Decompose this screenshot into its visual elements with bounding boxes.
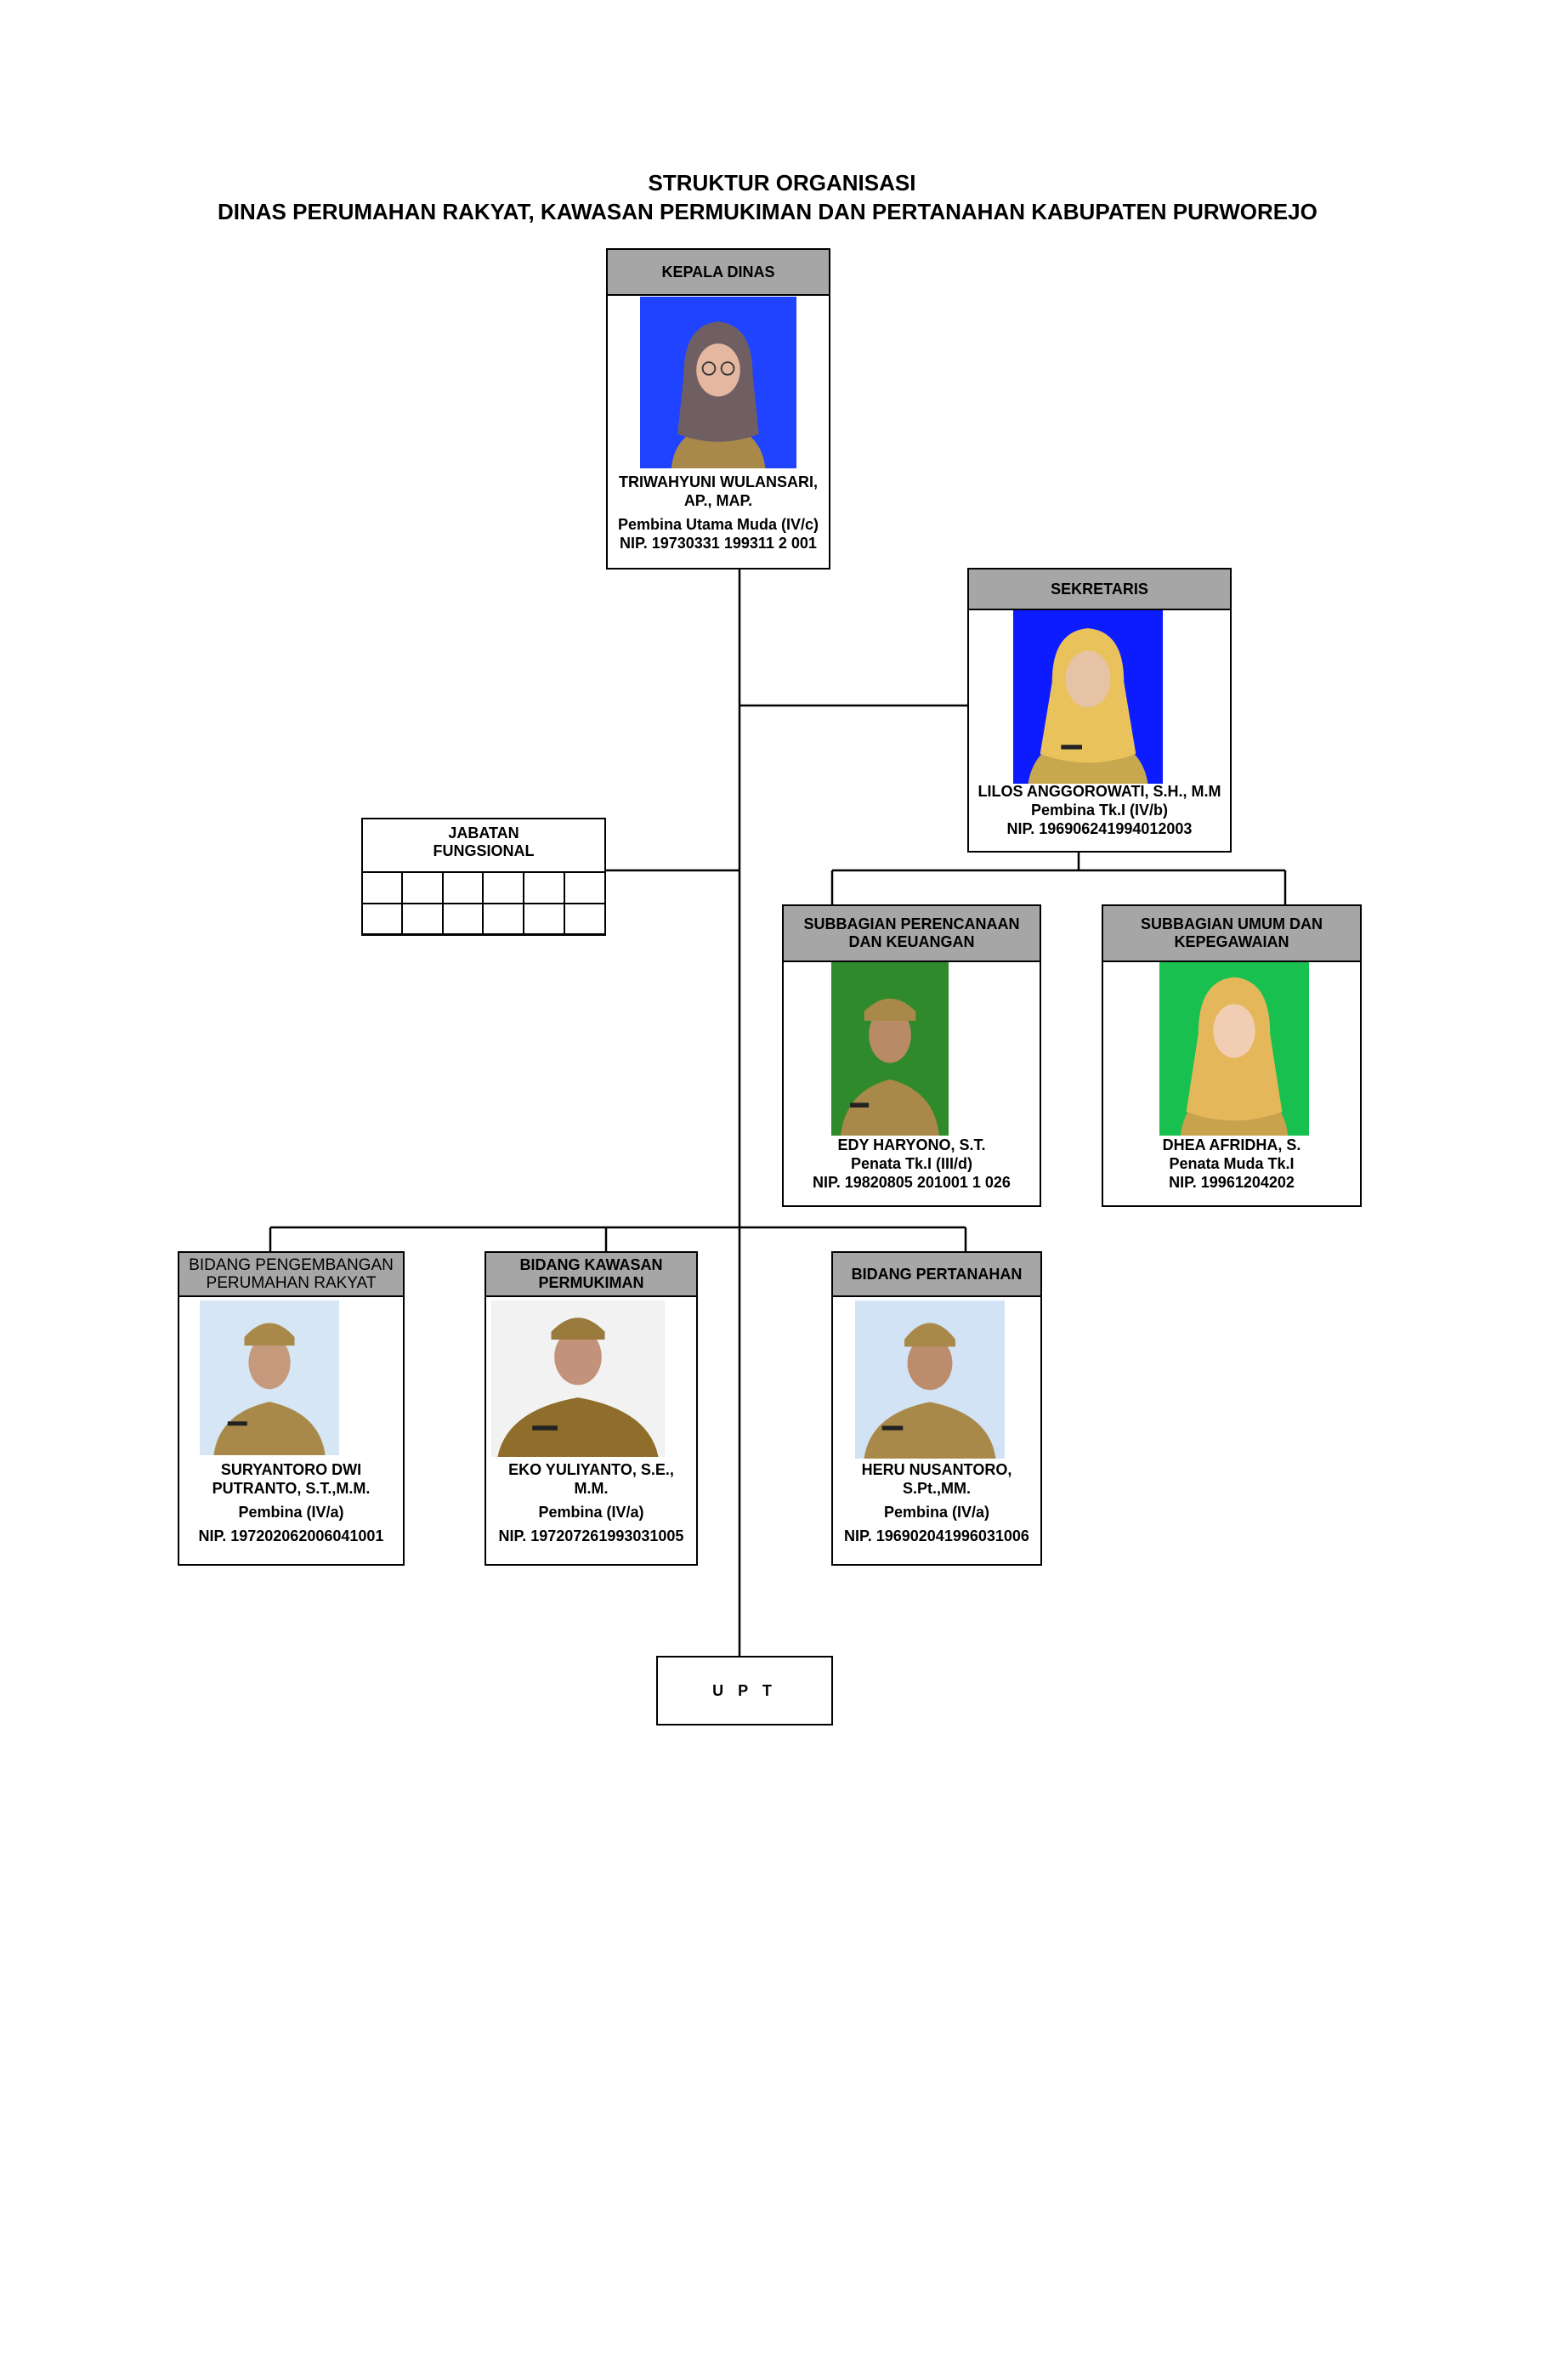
kepala-dinas-name: TRIWAHYUNI WULANSARI, AP., MAP. xyxy=(619,473,818,509)
bidang-pertanahan-name: HERU NUSANTORO, S.Pt.,MM. xyxy=(861,1461,1012,1497)
kepala-dinas-photo xyxy=(640,297,796,468)
bidang-kawasan-name: EKO YULIYANTO, S.E., M.M. xyxy=(508,1461,674,1497)
subbagian-perencanaan-title: SUBBAGIAN PERENCANAAN DAN KEUANGAN xyxy=(784,906,1040,962)
bidang-kawasan-info: EKO YULIYANTO, S.E., M.M. Pembina (IV/a)… xyxy=(486,1460,696,1545)
sekretaris-nip: NIP. 196906241994012003 xyxy=(1006,820,1193,837)
bidang-pertanahan-photo xyxy=(855,1300,1005,1459)
bidang-pengembangan-name: SURYANTORO DWI PUTRANTO, S.T.,M.M. xyxy=(212,1461,371,1497)
sekretaris-rank: Pembina Tk.I (IV/b) xyxy=(1030,802,1169,819)
bidang-pertanahan-nip: NIP. 196902041996031006 xyxy=(844,1527,1029,1544)
kepala-dinas-info: TRIWAHYUNI WULANSARI, AP., MAP. Pembina … xyxy=(608,473,829,552)
sekretaris-box: SEKRETARIS LILOS ANGGOROWATI, S.H., M.M … xyxy=(967,568,1232,853)
subbagian-umum-title: SUBBAGIAN UMUM DAN KEPEGAWAIAN xyxy=(1103,906,1360,962)
subbagian-umum-rank: Penata Muda Tk.I xyxy=(1169,1155,1295,1172)
bidang-pengembangan-nip: NIP. 197202062006041001 xyxy=(198,1527,384,1544)
kepala-dinas-rank: Pembina Utama Muda (IV/c) xyxy=(617,516,819,533)
bidang-pengembangan-info: SURYANTORO DWI PUTRANTO, S.T.,M.M. Pembi… xyxy=(179,1460,403,1545)
bidang-kawasan-nip: NIP. 197207261993031005 xyxy=(498,1527,684,1544)
bidang-pengembangan-photo xyxy=(200,1300,339,1455)
sekretaris-title: SEKRETARIS xyxy=(969,570,1230,610)
upt-box: U P T xyxy=(656,1656,833,1726)
bidang-pertanahan-rank: Pembina (IV/a) xyxy=(883,1504,990,1521)
bidang-kawasan-rank: Pembina (IV/a) xyxy=(538,1504,644,1521)
subbagian-umum-photo xyxy=(1159,962,1309,1136)
subbagian-umum-name: DHEA AFRIDHA, S. xyxy=(1162,1136,1301,1153)
sekretaris-name: LILOS ANGGOROWATI, S.H., M.M xyxy=(978,783,1221,800)
sekretaris-photo xyxy=(1013,610,1163,784)
bidang-kawasan-box: BIDANG KAWASAN PERMUKIMAN EKO YULIYANTO,… xyxy=(484,1251,698,1566)
kepala-dinas-nip: NIP. 19730331 199311 2 001 xyxy=(620,535,817,552)
bidang-pengembangan-title: BIDANG PENGEMBANGAN PERUMAHAN RAKYAT xyxy=(179,1253,403,1297)
subbagian-perencanaan-photo xyxy=(831,962,949,1136)
bidang-pengembangan-box: BIDANG PENGEMBANGAN PERUMAHAN RAKYAT SUR… xyxy=(178,1251,405,1566)
chart-subtitle: DINAS PERUMAHAN RAKYAT, KAWASAN PERMUKIM… xyxy=(218,199,1318,224)
org-chart-page: STRUKTUR ORGANISASI DINAS PERUMAHAN RAKY… xyxy=(178,170,1362,1726)
kepala-dinas-box: KEPALA DINAS TRIWAHYUNI WULANSARI, AP., … xyxy=(606,248,830,570)
kepala-dinas-title: KEPALA DINAS xyxy=(608,250,829,296)
bidang-kawasan-photo xyxy=(491,1300,665,1457)
subbagian-perencanaan-info: EDY HARYONO, S.T. Penata Tk.I (III/d) NI… xyxy=(784,1136,1040,1192)
subbagian-umum-nip: NIP. 19961204202 xyxy=(1169,1174,1295,1191)
jabatan-fungsional-box: JABATAN FUNGSIONAL xyxy=(360,818,606,936)
bidang-pertanahan-box: BIDANG PERTANAHAN HERU NUSANTORO, S.Pt.,… xyxy=(831,1251,1042,1566)
jabatan-fungsional-grid xyxy=(360,871,606,936)
subbagian-perencanaan-rank: Penata Tk.I (III/d) xyxy=(850,1155,973,1172)
chart-title: STRUKTUR ORGANISASI xyxy=(648,170,916,196)
sekretaris-info: LILOS ANGGOROWATI, S.H., M.M Pembina Tk.… xyxy=(969,782,1230,838)
jabatan-fungsional-title: JABATAN FUNGSIONAL xyxy=(433,824,535,859)
bidang-pertanahan-title: BIDANG PERTANAHAN xyxy=(833,1253,1040,1297)
subbagian-perencanaan-nip: NIP. 19820805 201001 1 026 xyxy=(813,1174,1011,1191)
connector-lines xyxy=(269,570,1287,1656)
bidang-kawasan-title: BIDANG KAWASAN PERMUKIMAN xyxy=(486,1253,696,1297)
subbagian-umum-info: DHEA AFRIDHA, S. Penata Muda Tk.I NIP. 1… xyxy=(1103,1136,1360,1192)
subbagian-perencanaan-name: EDY HARYONO, S.T. xyxy=(837,1136,986,1153)
bidang-pertanahan-info: HERU NUSANTORO, S.Pt.,MM. Pembina (IV/a)… xyxy=(833,1460,1040,1545)
subbagian-umum-box: SUBBAGIAN UMUM DAN KEPEGAWAIAN DHEA AFRI… xyxy=(1102,904,1362,1207)
subbagian-perencanaan-box: SUBBAGIAN PERENCANAAN DAN KEUANGAN EDY H… xyxy=(782,904,1041,1207)
org-chart-canvas: STRUKTUR ORGANISASI DINAS PERUMAHAN RAKY… xyxy=(178,170,1362,1726)
bidang-pengembangan-rank: Pembina (IV/a) xyxy=(238,1504,344,1521)
